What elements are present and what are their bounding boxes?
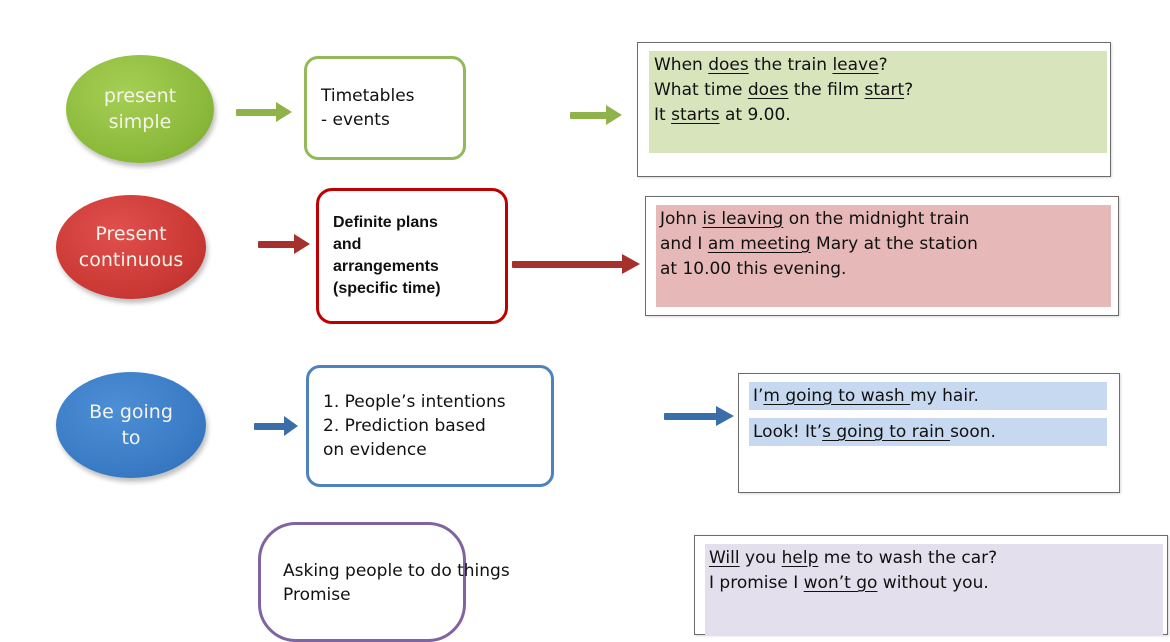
example-box-will: Will you help me to wash the car? I prom… (694, 535, 1168, 636)
example-box-be-going-to: I’m going to wash my hair. Look! It’s go… (738, 373, 1120, 493)
example-line: I promise I won’t go without you. (709, 573, 989, 593)
usage-line: Definite plans (333, 214, 438, 231)
oval-label-line: present (103, 85, 177, 107)
example-line: It starts at 9.00. (654, 105, 791, 125)
usage-line: Promise (283, 585, 351, 605)
oval-label-line: Present (95, 223, 167, 245)
usage-line: (specific time) (333, 280, 441, 297)
example-line: John is leaving on the midnight train (660, 209, 970, 229)
usage-box-be-going-to: 1. People’s intentions 2. Prediction bas… (306, 365, 554, 487)
right-arrow-icon (570, 105, 622, 125)
usage-line: Asking people to do things (283, 561, 510, 581)
usage-box-will: Asking people to do things Promise (258, 522, 510, 642)
right-arrow-icon (258, 234, 310, 254)
oval-present-continuous: Present continuous (56, 195, 206, 299)
oval-label-line: to (121, 427, 141, 449)
oval-label-line: simple (108, 111, 172, 133)
usage-line: - events (321, 110, 390, 130)
right-arrow-icon (254, 416, 300, 436)
example-line: and I am meeting Mary at the station (660, 234, 978, 254)
usage-line: on evidence (323, 440, 427, 460)
example-line: Look! It’s going to rain soon. (749, 418, 1107, 446)
oval-label-line: continuous (78, 249, 184, 271)
example-line: When does the train leave? (654, 55, 888, 75)
usage-line: arrangements (333, 258, 439, 275)
right-arrow-icon (512, 254, 640, 274)
usage-box-present-simple: Timetables - events (304, 56, 466, 160)
oval-present-simple: present simple (66, 55, 214, 163)
example-line: Will you help me to wash the car? (709, 548, 998, 568)
oval-label-line: Be going (89, 401, 173, 423)
usage-line: 1. People’s intentions (323, 392, 506, 412)
example-line: What time does the film start? (654, 80, 914, 100)
example-line: I’m going to wash my hair. (749, 382, 1107, 410)
oval-be-going-to: Be going to (56, 372, 206, 478)
usage-box-present-continuous: Definite plans and arrangements (specifi… (316, 188, 508, 324)
example-box-present-simple: When does the train leave? What time doe… (637, 42, 1111, 177)
usage-line: and (333, 236, 362, 253)
example-box-present-continuous: John is leaving on the midnight train an… (645, 196, 1119, 316)
right-arrow-icon (664, 406, 734, 426)
usage-line: 2. Prediction based (323, 416, 486, 436)
usage-line: Timetables (321, 86, 415, 106)
example-line: at 10.00 this evening. (660, 259, 847, 279)
right-arrow-icon (236, 102, 292, 122)
